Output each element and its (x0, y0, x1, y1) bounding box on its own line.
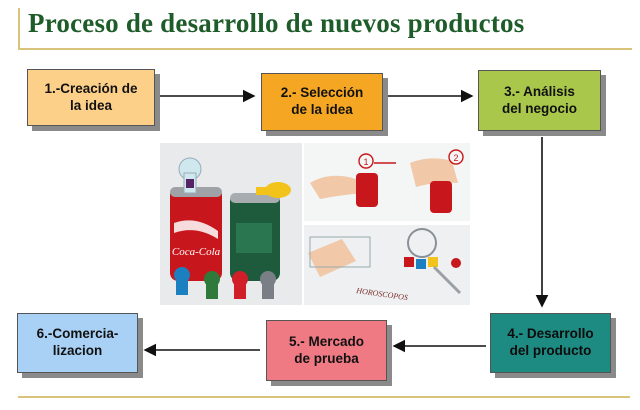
opening-steps-illustration: 1 2 (304, 143, 470, 221)
step-marker-1: 1 (363, 157, 368, 167)
step-mercado-prueba: 5.- Mercado de prueba (266, 320, 387, 381)
colored-key-tags (174, 267, 276, 299)
step-5-label: 5.- Mercado de prueba (288, 333, 365, 366)
page-title: Proceso de desarrollo de nuevos producto… (28, 8, 525, 38)
footer-divider (18, 396, 630, 398)
step-3-label: 3.- Análisis del negocio (501, 83, 577, 116)
step-6-label: 6.-Comercia- lizacion (36, 326, 119, 358)
step-1-label: 1.-Creación de la idea (44, 80, 138, 113)
step-comercializacion: 6.-Comercia- lizacion (17, 313, 138, 373)
keyring-illustration: HOROSCOPOS (304, 225, 470, 305)
product-photo-collage: Coca-Cola 1 2 (160, 143, 470, 305)
can-brand-text: Coca-Cola (172, 246, 221, 258)
step-2-label: 2.- Selección de la idea (280, 85, 364, 117)
step-analisis-negocio: 3.- Análisis del negocio (478, 70, 601, 131)
step-4-label: 4.- Desarrollo del producto (507, 326, 594, 358)
cans-photo: Coca-Cola (160, 143, 302, 305)
step-creacion-idea: 1.-Creación de la idea (27, 69, 155, 126)
step-marker-2: 2 (453, 153, 458, 163)
step-seleccion-idea: 2.- Selección de la idea (261, 73, 383, 131)
title-frame (18, 8, 632, 50)
step-desarrollo-producto: 4.- Desarrollo del producto (490, 313, 611, 373)
